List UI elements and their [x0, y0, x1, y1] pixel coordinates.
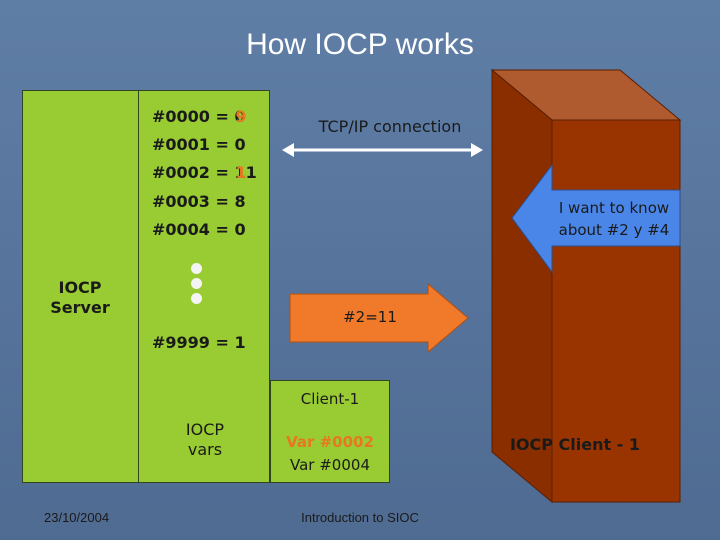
client-1-title: Client-1	[300, 390, 360, 408]
client-box-front-face	[551, 119, 681, 503]
reply-arrow-text: #2=11	[343, 308, 397, 326]
server-box	[22, 90, 270, 483]
footer-date: 23/10/2004	[44, 510, 110, 525]
ask-line2: about #2 y #4	[558, 221, 670, 239]
footer-title: Introduction to SIOC	[301, 510, 419, 525]
reply-arrow	[289, 282, 469, 354]
ask-arrow	[511, 163, 681, 274]
iocp-vars-line1: IOCP	[185, 420, 225, 439]
tcp-connection-line	[282, 143, 483, 157]
client-var-0004: Var #0004	[290, 456, 370, 474]
ask-line1: I want to know	[558, 199, 670, 217]
slide-title: How IOCP works	[246, 28, 474, 61]
iocp-vars-line2: vars	[187, 440, 223, 459]
register-0004: #0004 = 0	[152, 220, 246, 239]
server-label-line1: IOCP	[58, 278, 102, 297]
register-0003: #0003 = 8	[152, 192, 246, 211]
register-9999: #9999 = 1	[152, 333, 246, 352]
ellipsis-dot-3	[191, 293, 202, 304]
server-divider	[138, 90, 139, 483]
ellipsis-dot-1	[191, 263, 202, 274]
client-1-box	[270, 380, 390, 483]
server-label-line2: Server	[50, 298, 110, 317]
iocp-vars-label: IOCP vars	[160, 420, 250, 460]
register-0001: #0001 = 0	[152, 135, 246, 154]
ellipsis-dot-2	[191, 278, 202, 289]
tcp-connection-label: TCP/IP connection	[318, 117, 462, 136]
iocp-client-label: IOCP Client - 1	[509, 435, 641, 454]
client-var-0002: Var #0002	[286, 433, 374, 451]
ask-arrow-text: I want to know about #2 y #4	[550, 197, 678, 241]
